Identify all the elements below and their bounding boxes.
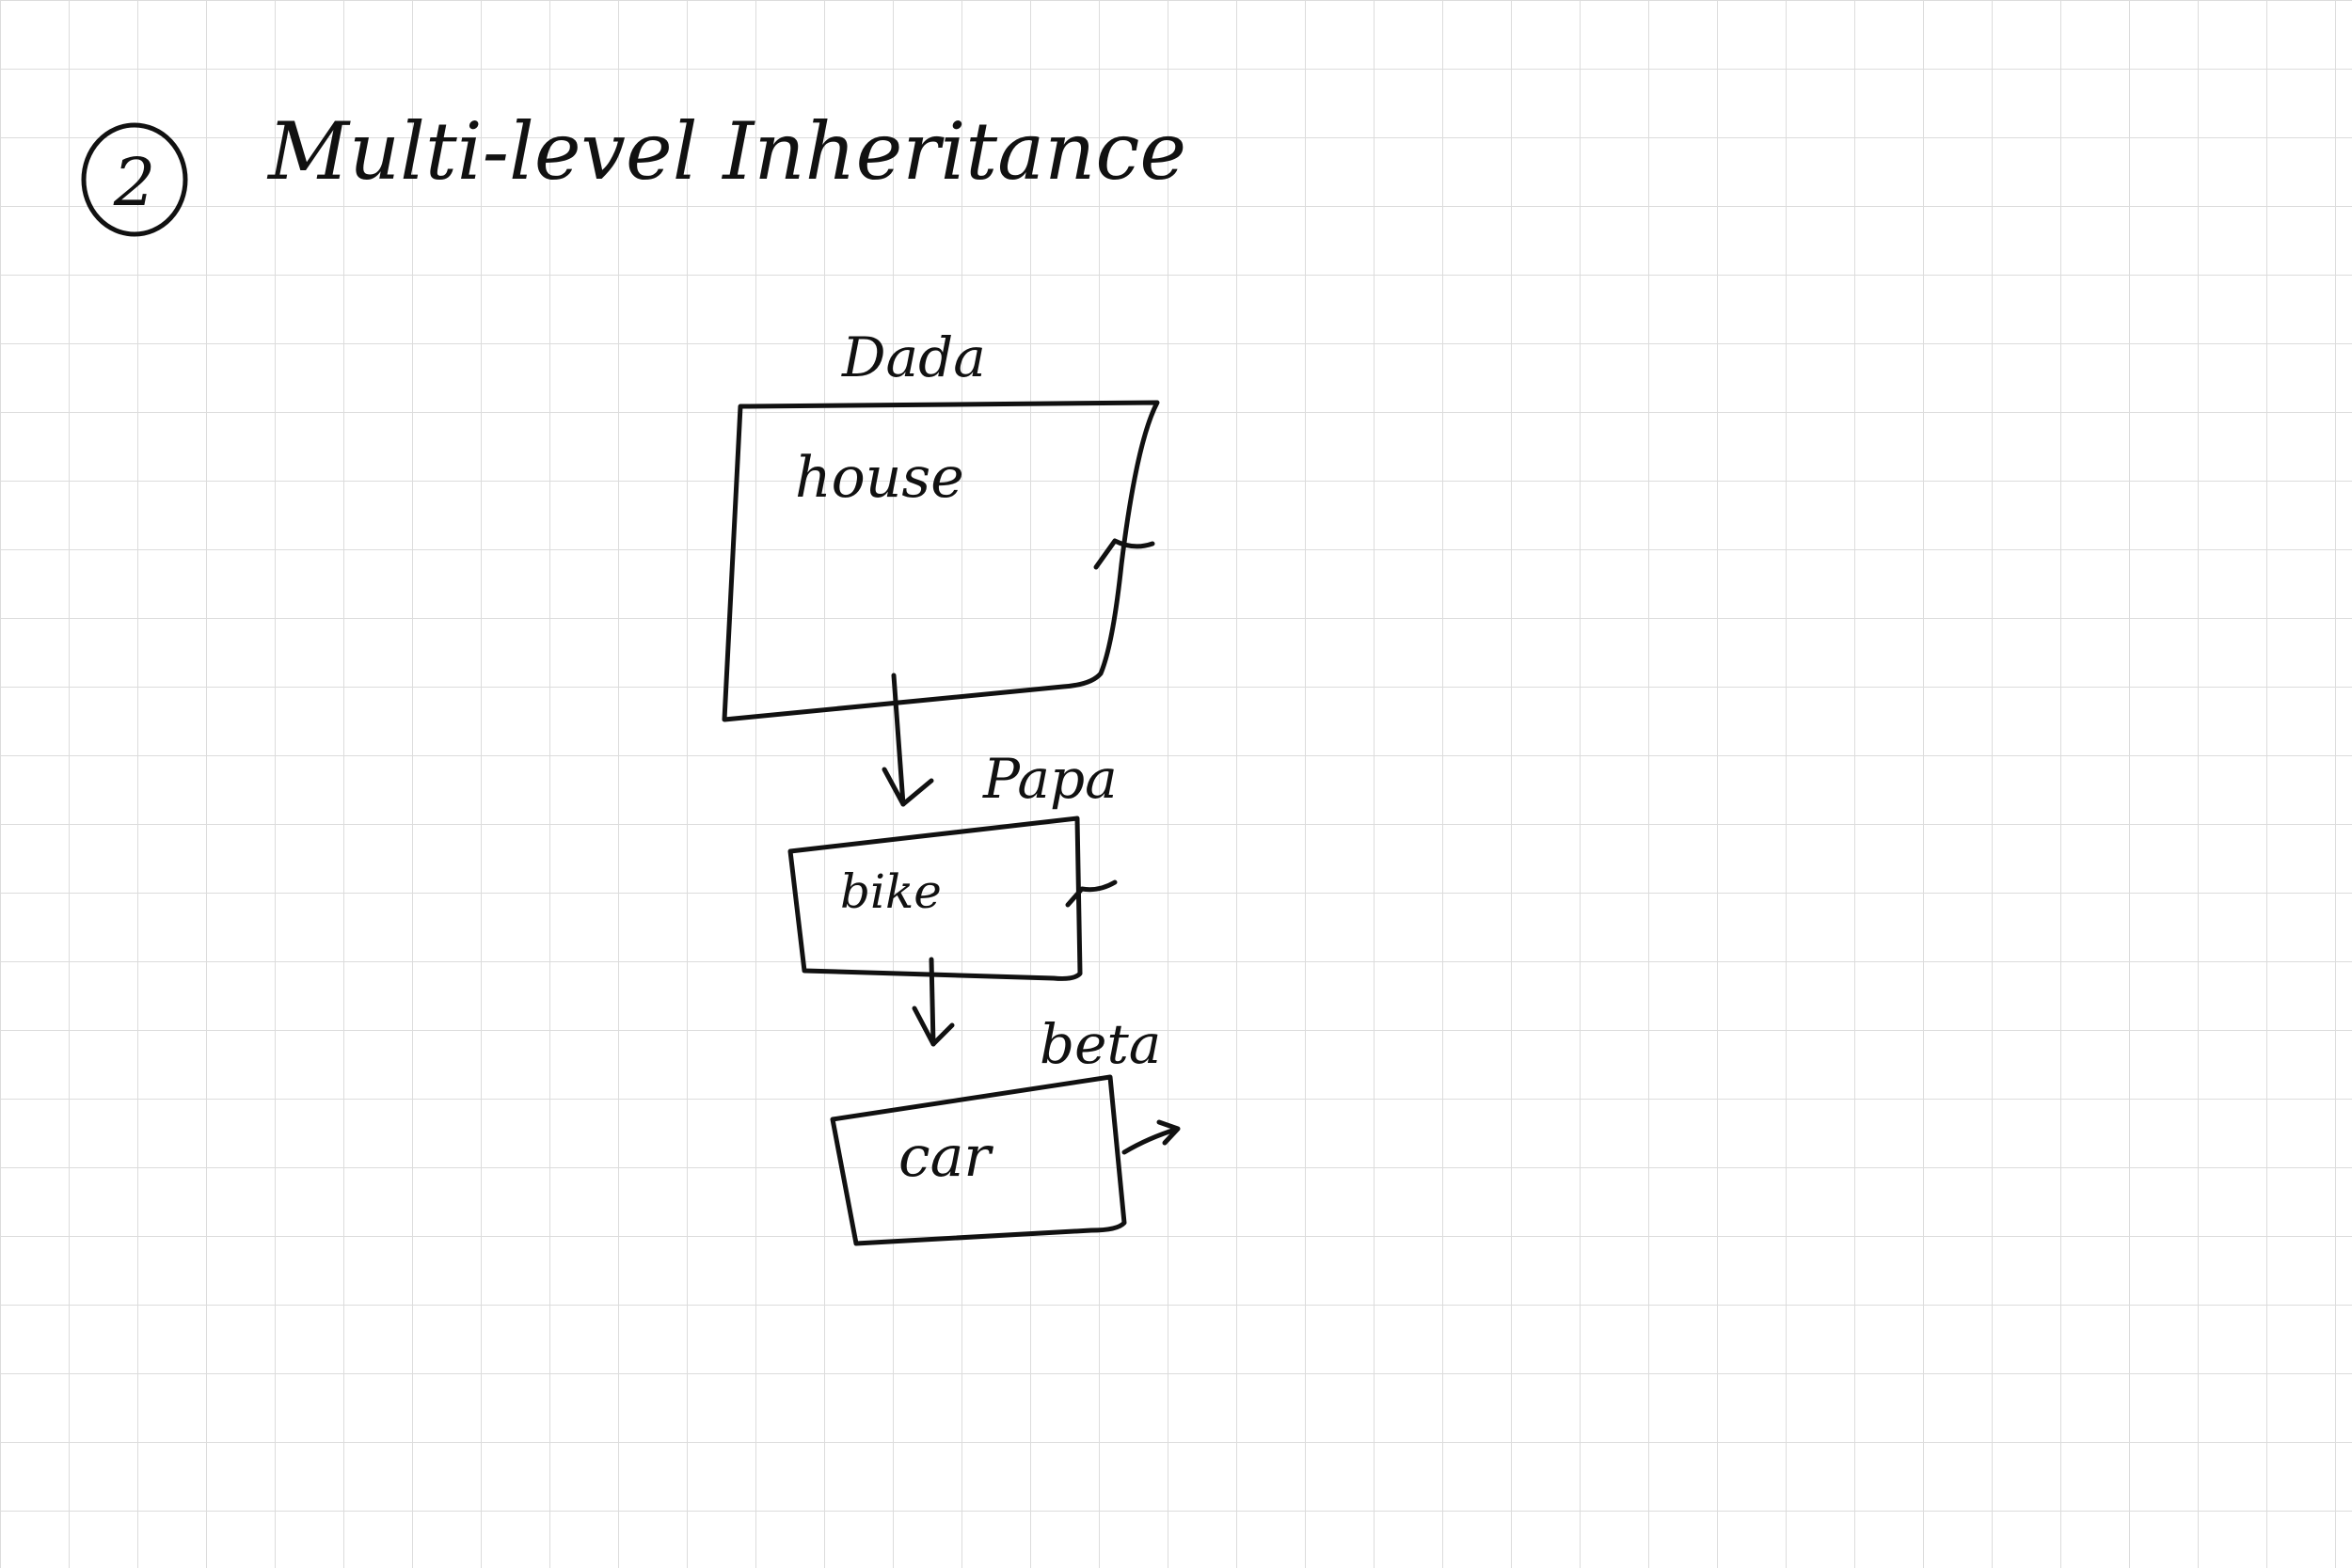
arrow-shaft: [891, 673, 906, 807]
arrow-shaft: [929, 957, 936, 1047]
inheritance-arrow-dada-to-papa: [882, 673, 934, 807]
box-beta-outline: [830, 1074, 1127, 1246]
class-box-papa: Papa bike: [787, 747, 1118, 981]
inheritance-arrow-papa-to-beta: [912, 957, 955, 1047]
check-mark-icon: [1093, 538, 1155, 570]
class-box-beta: beta car: [830, 1012, 1181, 1246]
class-name-beta: beta: [1040, 1012, 1161, 1076]
class-name-dada: Dada: [841, 325, 986, 389]
box-dada-outline: [722, 400, 1160, 722]
class-name-papa: Papa: [982, 747, 1118, 811]
member-bike: bike: [840, 864, 942, 919]
member-house: house: [795, 445, 964, 511]
class-box-dada: Dada house: [722, 325, 1160, 722]
arrow-head-icon: [912, 1006, 955, 1047]
heading-title: Multi-level Inheritance: [266, 105, 1186, 198]
member-car: car: [898, 1124, 993, 1190]
box-papa-outline: [787, 816, 1083, 981]
arrow-right-icon: [1121, 1119, 1181, 1155]
heading: 2 Multi-level Inheritance: [81, 105, 1186, 237]
check-mark-icon: [1065, 879, 1118, 908]
number-circle: [81, 122, 188, 237]
heading-number: 2: [113, 144, 156, 221]
arrow-head-icon: [882, 767, 934, 807]
